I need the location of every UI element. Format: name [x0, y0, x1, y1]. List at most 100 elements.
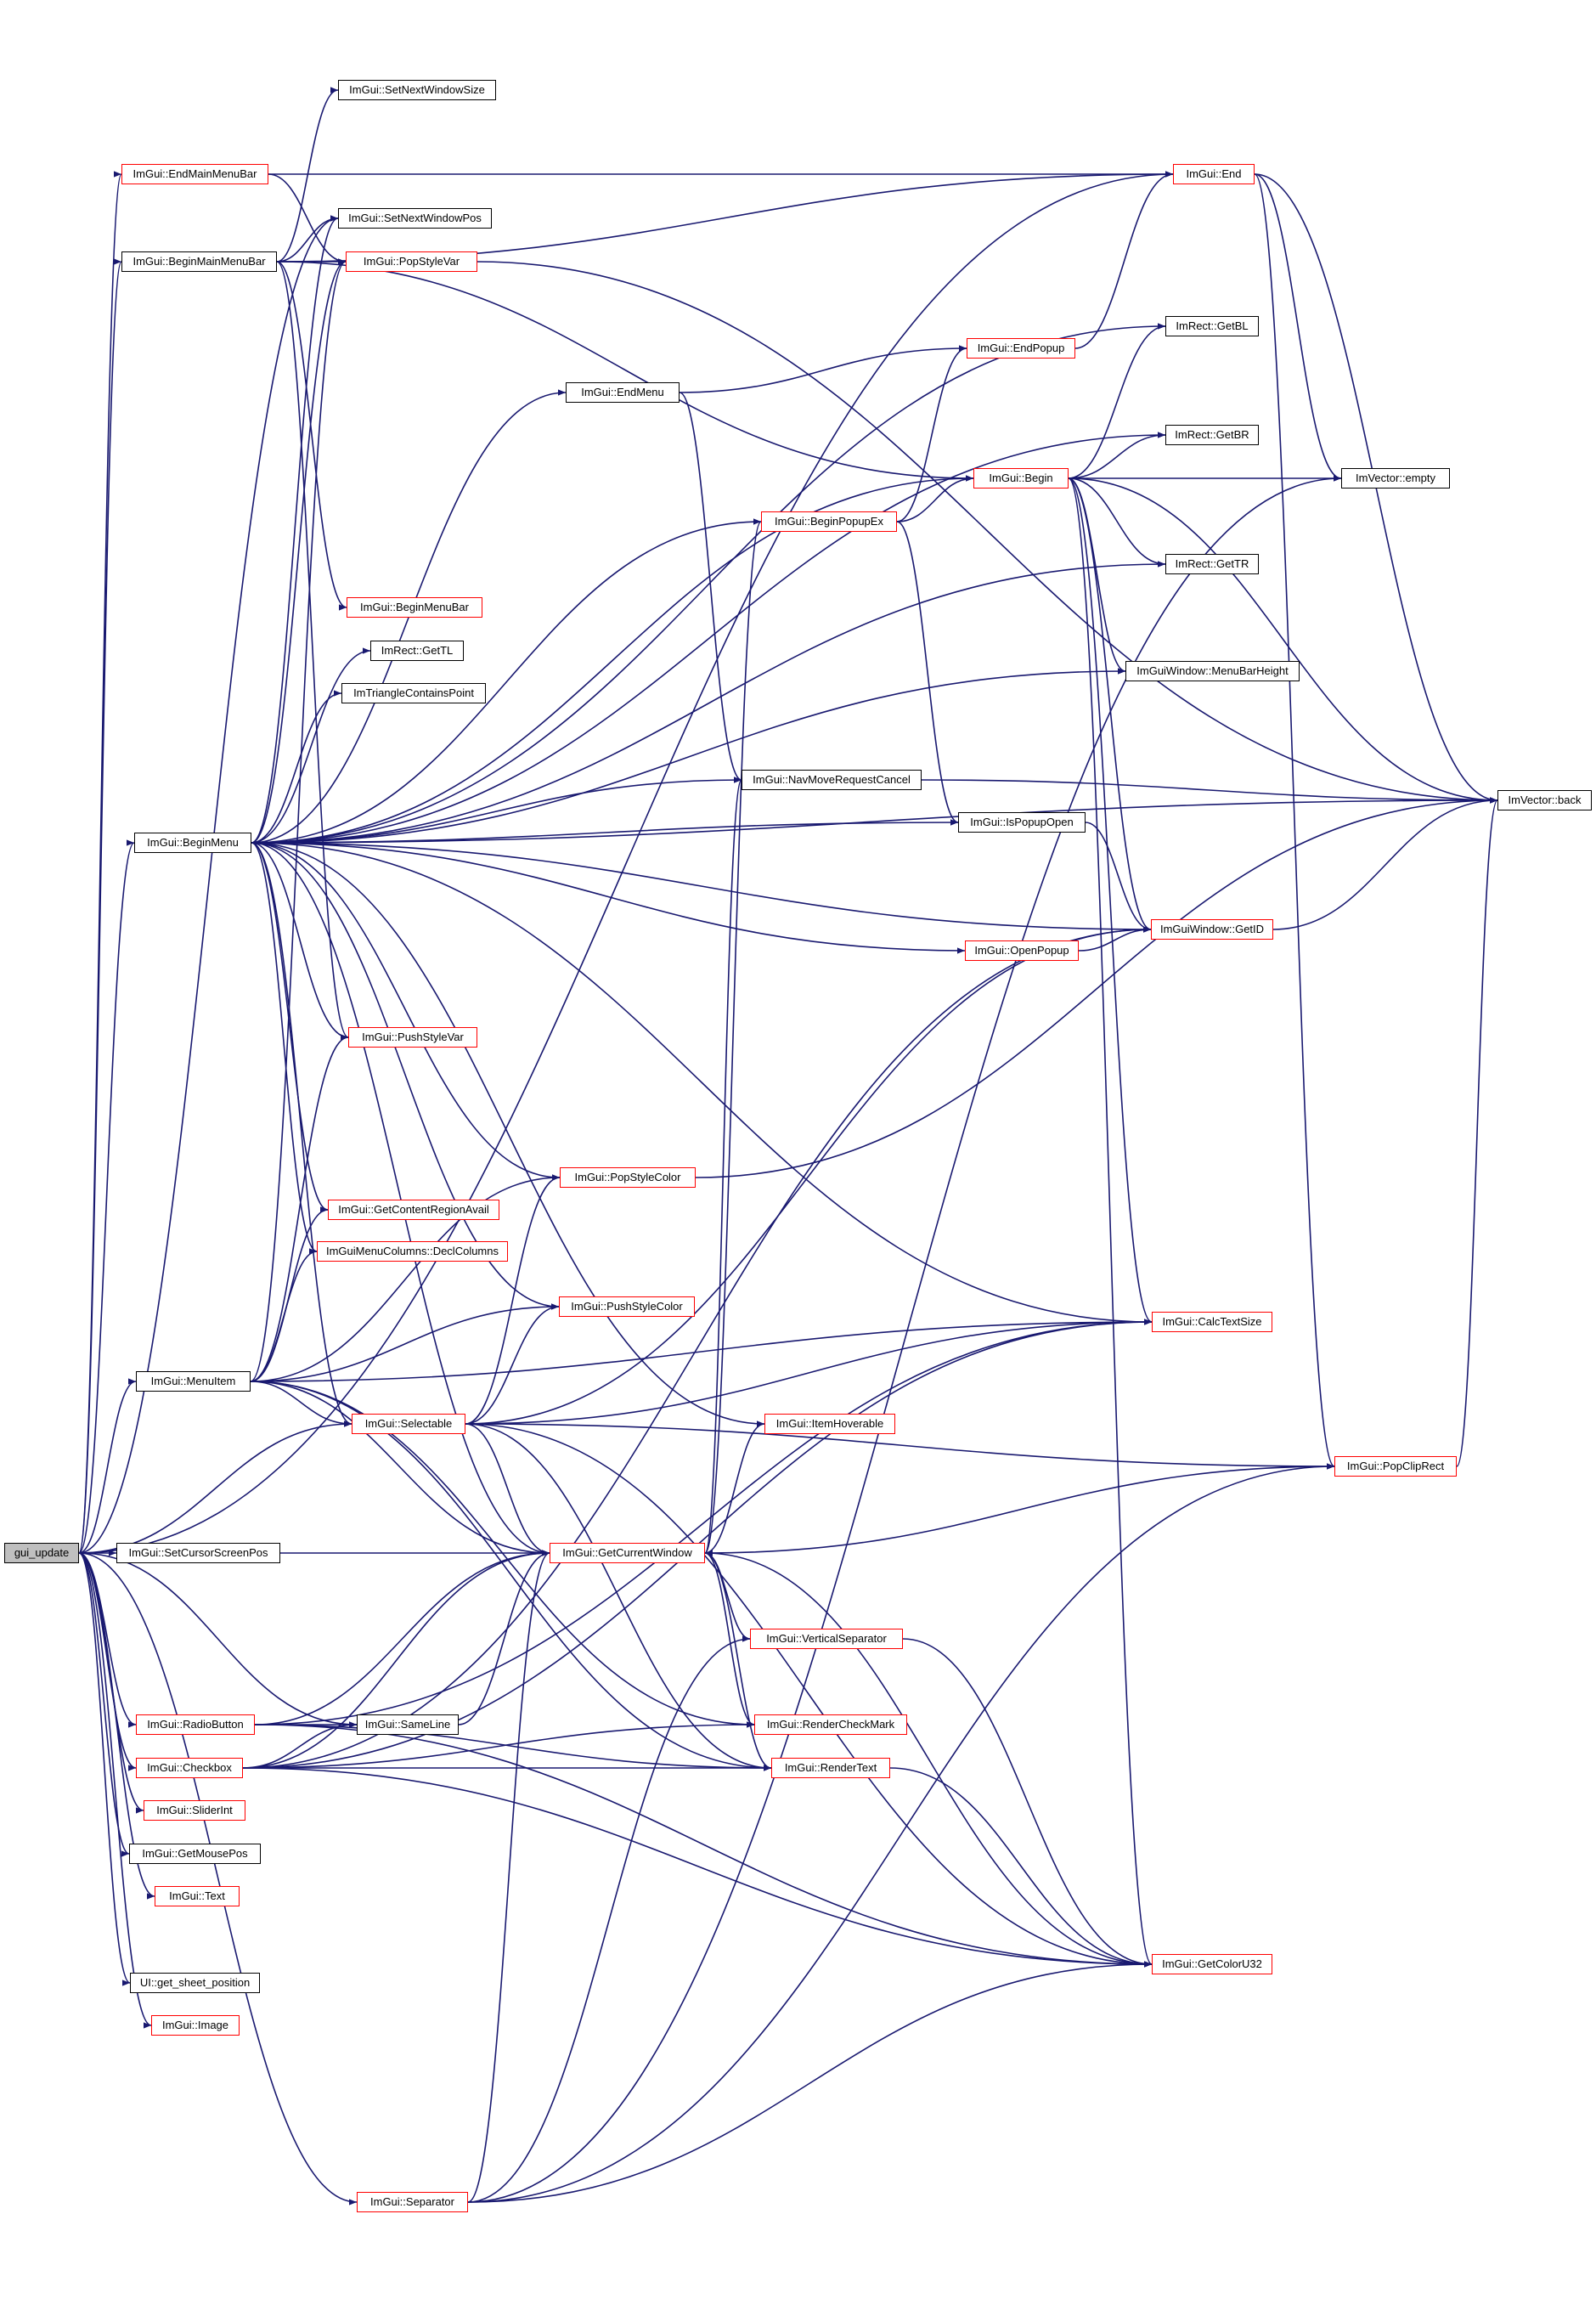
- edge-open-popup-to-get-id: [1078, 926, 1152, 952]
- node-pop-style-color[interactable]: ImGui::PopStyleColor: [560, 1167, 696, 1188]
- edge-checkbox-to-render-check-mark: [242, 1721, 755, 1769]
- node-is-popup-open[interactable]: ImGui::IsPopupOpen: [958, 812, 1086, 833]
- node-begin[interactable]: ImGui::Begin: [973, 468, 1069, 489]
- node-end[interactable]: ImGui::End: [1173, 164, 1255, 184]
- node-set-next-window-pos[interactable]: ImGui::SetNextWindowPos: [338, 208, 492, 229]
- node-set-cursor-screen-pos[interactable]: ImGui::SetCursorScreenPos: [116, 1543, 280, 1563]
- edge-menu-item-to-render-text: [250, 1381, 772, 1771]
- node-text[interactable]: ImGui::Text: [155, 1886, 240, 1906]
- node-separator[interactable]: ImGui::Separator: [357, 2192, 468, 2212]
- node-get-id[interactable]: ImGuiWindow::GetID: [1151, 919, 1273, 940]
- node-gui-update[interactable]: gui_update: [4, 1543, 79, 1563]
- node-render-check-mark[interactable]: ImGui::RenderCheckMark: [754, 1714, 907, 1735]
- edge-gui-update-to-begin-main-menu-bar: [78, 259, 122, 1554]
- node-get-bl[interactable]: ImRect::GetBL: [1165, 316, 1259, 336]
- node-get-tl[interactable]: ImRect::GetTL: [370, 641, 464, 661]
- node-get-sheet-position[interactable]: UI::get_sheet_position: [130, 1973, 260, 1993]
- node-open-popup[interactable]: ImGui::OpenPopup: [965, 940, 1079, 961]
- edge-checkbox-to-get-color-u32: [242, 1767, 1153, 1968]
- edge-end-menu-to-nav-move-request-cancel: [679, 392, 742, 783]
- edge-gui-update-to-image: [78, 1552, 152, 2029]
- edge-begin-menu-to-begin: [251, 475, 974, 844]
- edge-gui-update-to-set-next-window-pos: [78, 215, 339, 1554]
- edge-begin-main-menu-bar-to-set-next-window-pos: [276, 215, 339, 263]
- node-radio-button[interactable]: ImGui::RadioButton: [136, 1714, 255, 1735]
- node-menu-item[interactable]: ImGui::MenuItem: [136, 1371, 251, 1392]
- edge-begin-menu-to-open-popup: [251, 842, 966, 954]
- node-image[interactable]: ImGui::Image: [151, 2015, 240, 2036]
- node-push-style-color[interactable]: ImGui::PushStyleColor: [559, 1296, 695, 1317]
- edge-radio-button-to-render-text: [254, 1724, 772, 1771]
- edge-gui-update-to-text: [78, 1552, 155, 1900]
- edge-begin-main-menu-bar-to-begin: [276, 261, 974, 482]
- edge-begin-menu-to-get-current-window: [251, 842, 550, 1556]
- edge-begin-to-get-tr: [1068, 477, 1166, 568]
- edge-menu-item-to-selectable: [250, 1381, 352, 1427]
- node-end-main-menu-bar[interactable]: ImGui::EndMainMenuBar: [121, 164, 268, 184]
- node-get-mouse-pos[interactable]: ImGui::GetMousePos: [129, 1844, 261, 1864]
- node-pop-style-var[interactable]: ImGui::PopStyleVar: [346, 251, 477, 272]
- node-render-text[interactable]: ImGui::RenderText: [771, 1758, 890, 1778]
- edge-begin-main-menu-bar-to-begin-menu-bar: [276, 261, 347, 611]
- edge-begin-menu-to-push-style-var: [251, 842, 349, 1041]
- edge-selectable-to-get-current-window: [465, 1423, 550, 1556]
- node-begin-menu[interactable]: ImGui::BeginMenu: [134, 833, 251, 853]
- edge-radio-button-to-get-current-window: [254, 1550, 550, 1725]
- edge-begin-menu-to-get-br: [251, 432, 1166, 844]
- edge-menu-item-to-pop-style-color: [250, 1174, 561, 1382]
- edge-begin-menu-to-im-triangle-contains-point: [251, 690, 342, 844]
- node-push-style-var[interactable]: ImGui::PushStyleVar: [348, 1027, 477, 1048]
- edge-begin-menu-to-pop-style-color: [251, 842, 561, 1181]
- node-selectable[interactable]: ImGui::Selectable: [352, 1414, 465, 1434]
- node-im-triangle-contains-point[interactable]: ImTriangleContainsPoint: [341, 683, 486, 703]
- edge-begin-menu-to-calc-text-size: [251, 842, 1153, 1325]
- node-vector-back[interactable]: ImVector::back: [1497, 790, 1592, 810]
- node-vector-empty[interactable]: ImVector::empty: [1341, 468, 1450, 489]
- edge-nav-move-request-cancel-to-vector-back: [921, 779, 1498, 804]
- node-get-current-window[interactable]: ImGui::GetCurrentWindow: [550, 1543, 705, 1563]
- edge-end-popup-to-end: [1074, 171, 1174, 349]
- node-slider-int[interactable]: ImGui::SliderInt: [144, 1800, 245, 1821]
- node-get-br[interactable]: ImRect::GetBR: [1165, 425, 1259, 445]
- node-get-tr[interactable]: ImRect::GetTR: [1165, 554, 1259, 574]
- edge-selectable-to-render-text: [465, 1423, 772, 1771]
- node-item-hoverable[interactable]: ImGui::ItemHoverable: [764, 1414, 895, 1434]
- node-begin-main-menu-bar[interactable]: ImGui::BeginMainMenuBar: [121, 251, 277, 272]
- edge-end-menu-to-end-popup: [679, 345, 967, 393]
- node-get-content-region-avail[interactable]: ImGui::GetContentRegionAvail: [328, 1200, 499, 1220]
- node-calc-text-size[interactable]: ImGui::CalcTextSize: [1152, 1312, 1272, 1332]
- node-begin-menu-bar[interactable]: ImGui::BeginMenuBar: [347, 597, 482, 618]
- node-end-popup[interactable]: ImGui::EndPopup: [967, 338, 1075, 359]
- node-end-menu[interactable]: ImGui::EndMenu: [566, 382, 680, 403]
- node-menu-bar-height[interactable]: ImGuiWindow::MenuBarHeight: [1125, 661, 1300, 681]
- node-get-color-u32[interactable]: ImGui::GetColorU32: [1152, 1954, 1272, 1974]
- edge-pop-clip-rect-to-vector-back: [1456, 797, 1498, 1467]
- edge-get-current-window-to-begin-popup-ex: [704, 518, 762, 1554]
- edge-separator-to-vertical-separator: [467, 1635, 751, 2203]
- node-checkbox[interactable]: ImGui::Checkbox: [136, 1758, 243, 1778]
- edge-gui-update-to-begin-menu: [78, 839, 135, 1554]
- edge-separator-to-get-color-u32: [467, 1961, 1153, 2203]
- edge-begin-popup-ex-to-begin: [896, 475, 974, 522]
- node-set-next-window-size[interactable]: ImGui::SetNextWindowSize: [338, 80, 496, 100]
- edge-gui-update-to-get-mouse-pos: [78, 1552, 130, 1857]
- edge-gui-update-to-menu-item: [78, 1378, 137, 1554]
- node-begin-popup-ex[interactable]: ImGui::BeginPopupEx: [761, 511, 897, 532]
- edge-menu-item-to-push-style-color: [250, 1303, 560, 1382]
- edge-get-current-window-to-get-color-u32: [704, 1552, 1153, 1968]
- edge-get-id-to-vector-back: [1272, 797, 1498, 930]
- edge-begin-menu-to-get-id: [251, 842, 1152, 933]
- edge-selectable-to-push-style-color: [465, 1303, 560, 1425]
- edge-selectable-to-calc-text-size: [465, 1319, 1153, 1425]
- edge-pop-style-var-to-vector-back: [477, 261, 1498, 804]
- node-vertical-separator[interactable]: ImGui::VerticalSeparator: [750, 1629, 903, 1649]
- node-same-line[interactable]: ImGui::SameLine: [357, 1714, 459, 1735]
- edge-render-text-to-get-color-u32: [889, 1767, 1153, 1968]
- node-pop-clip-rect[interactable]: ImGui::PopClipRect: [1334, 1456, 1457, 1477]
- edge-begin-to-vector-back: [1068, 477, 1498, 804]
- node-nav-move-request-cancel[interactable]: ImGui::NavMoveRequestCancel: [742, 770, 922, 790]
- edge-radio-button-to-get-color-u32: [254, 1724, 1153, 1968]
- edge-begin-popup-ex-to-end-popup: [896, 345, 967, 522]
- node-decl-columns[interactable]: ImGuiMenuColumns::DeclColumns: [317, 1241, 508, 1262]
